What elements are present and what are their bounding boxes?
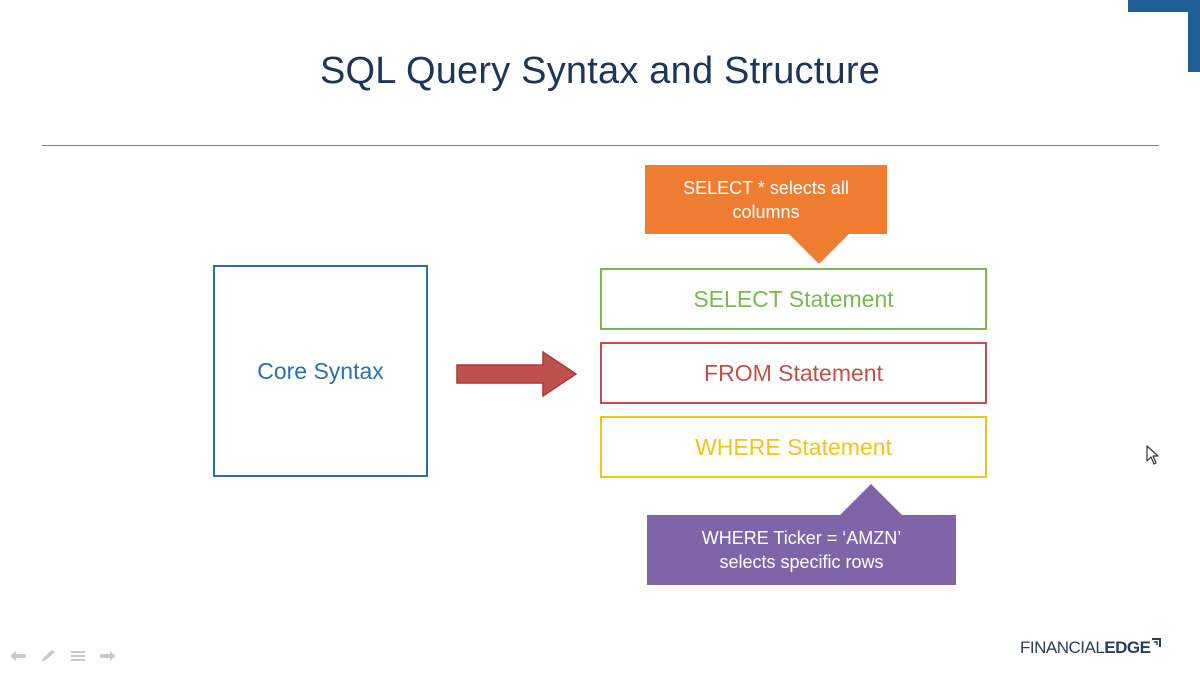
logo-text-financial: FINANCIAL (1020, 638, 1105, 657)
slideshow-controls (8, 649, 118, 663)
where-statement-box: WHERE Statement (600, 416, 987, 478)
from-statement-box: FROM Statement (600, 342, 987, 404)
select-statement-label: SELECT Statement (693, 285, 894, 312)
logo-mark-icon (1152, 638, 1162, 647)
where-callout-pointer (839, 484, 903, 516)
where-callout-line2: selects specific rows (719, 552, 884, 572)
right-arrow-icon (456, 350, 578, 398)
where-callout-box (647, 515, 956, 585)
select-statement-box: SELECT Statement (600, 268, 987, 330)
from-statement-label: FROM Statement (704, 359, 883, 386)
select-callout-pointer (789, 234, 849, 264)
next-slide-icon[interactable] (98, 649, 118, 663)
pen-icon[interactable] (38, 649, 58, 663)
where-callout-line1: WHERE Ticker = ‘AMZN’ (701, 528, 902, 548)
menu-icon[interactable] (68, 649, 88, 663)
financial-edge-logo: FINANCIAL EDGE (1020, 632, 1162, 658)
corner-accent-icon (1128, 0, 1200, 72)
core-syntax-label: Core Syntax (257, 357, 384, 384)
logo-text-edge: EDGE (1104, 638, 1151, 657)
title-divider (42, 145, 1159, 146)
where-callout: WHERE Ticker = ‘AMZN’ selects specific r… (647, 484, 956, 585)
where-statement-label: WHERE Statement (695, 433, 892, 460)
select-callout-line1: SELECT * selects all (683, 177, 849, 198)
select-callout: SELECT * selects all columns (645, 165, 887, 265)
select-callout-line2: columns (732, 201, 800, 222)
mouse-pointer-icon (1146, 445, 1159, 465)
select-callout-box (645, 165, 887, 234)
previous-slide-icon[interactable] (8, 649, 28, 663)
core-syntax-box: Core Syntax (213, 265, 428, 477)
slide-title: SQL Query Syntax and Structure (319, 50, 881, 92)
